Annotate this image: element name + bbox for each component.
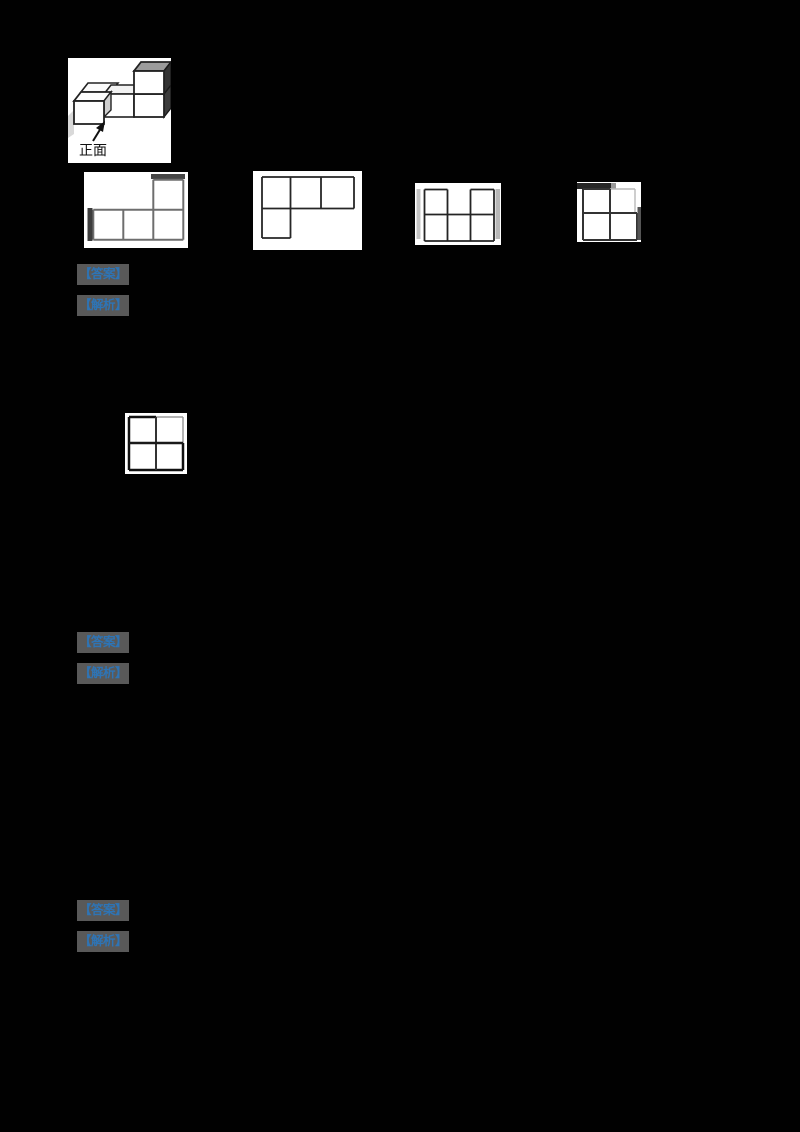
answer-label: 【答案】 [77,900,130,921]
option-c-grid [416,188,500,242]
option-d-figure [577,182,641,242]
scan-bar [577,183,611,189]
grid-lines [92,178,185,241]
answer-view-grid [127,415,185,472]
option-c-figure [415,183,501,245]
option-a-grid [87,174,185,241]
cube-stack-drawing: 正面 [68,60,171,158]
grid-lines [261,176,355,239]
answer-label: 【答案】 [77,632,130,653]
cube-stack-top-front-face [133,70,165,95]
cube-stack-bottom-front-face [133,93,165,118]
front-view-arrowhead-icon [96,121,105,132]
front-view-arrow-icon [92,127,102,142]
cube-front-front-face [73,100,105,125]
scan-bar [87,208,93,241]
answer-view-figure [125,413,187,474]
analysis-label: 【解析】 [77,295,130,316]
scan-bar [151,174,185,179]
answer-label: 【答案】 [77,264,130,285]
option-d-grid [577,183,641,241]
grid-lines [423,188,495,242]
grid-lines [582,188,638,241]
grid-lines [127,415,185,472]
scan-bar [495,189,500,239]
scan-smudge [68,110,74,138]
cube-stack-figure: 正面 [68,58,171,163]
option-a-figure [84,172,188,248]
analysis-label: 【解析】 [77,663,130,684]
scan-bar [637,207,641,240]
front-label: 正面 [79,142,107,158]
analysis-label: 【解析】 [77,931,130,952]
scan-bar [611,183,616,189]
scan-bar [416,189,421,239]
faint-grid-lines [610,188,636,213]
option-b-grid [261,176,355,239]
option-b-figure [253,171,362,250]
